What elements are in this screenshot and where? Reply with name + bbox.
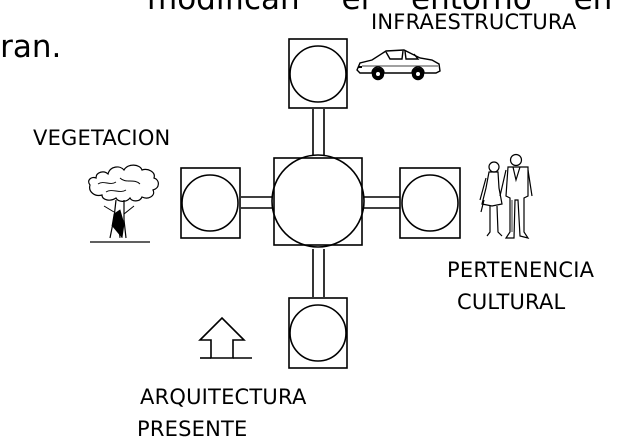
node-top-infraestructura (288, 38, 348, 109)
center-hub (271, 154, 365, 248)
label-arquitectura-line1: ARQUITECTURA (140, 385, 307, 409)
label-pertenencia-line2: CULTURAL (457, 290, 566, 314)
connector-top (312, 109, 325, 156)
house-arrow-icon (198, 316, 252, 359)
people-icon (479, 153, 533, 239)
connector-bottom (312, 249, 325, 297)
connector-right (364, 196, 400, 209)
label-infraestructura: INFRAESTRUCTURA (371, 10, 577, 34)
label-arquitectura-line2: PRESENTE (137, 417, 248, 441)
car-icon (356, 49, 441, 81)
node-bottom-arquitectura (288, 297, 348, 369)
label-vegetacion: VEGETACION (33, 126, 171, 150)
tree-icon (88, 164, 159, 243)
header-line-2: tran. (0, 29, 62, 65)
node-right-pertenencia (399, 167, 461, 239)
label-pertenencia-line1: PERTENENCIA (447, 258, 595, 282)
node-left-vegetacion (180, 167, 241, 239)
connector-left (241, 196, 272, 209)
header-line-1: modifican el entorno en el que (147, 0, 633, 16)
